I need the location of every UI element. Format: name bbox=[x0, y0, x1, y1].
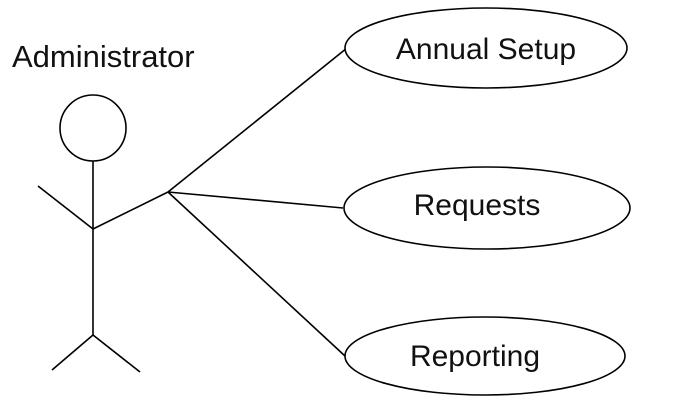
association-annual-setup bbox=[167, 47, 348, 193]
actor-arm-left bbox=[37, 185, 94, 230]
association-requests bbox=[167, 191, 344, 209]
use-case-annual-setup: Annual Setup bbox=[344, 7, 628, 89]
use-case-label: Reporting bbox=[410, 340, 540, 373]
associations bbox=[167, 47, 348, 357]
actor-leg-left bbox=[51, 334, 94, 371]
use-case-label: Annual Setup bbox=[396, 33, 576, 66]
actor-figure bbox=[37, 94, 169, 373]
actor-arm-right bbox=[92, 191, 169, 230]
use-case-ellipse bbox=[343, 166, 631, 250]
association-reporting bbox=[167, 191, 346, 357]
use-case-reporting: Reporting bbox=[344, 316, 626, 396]
use-case-label: Requests bbox=[414, 189, 541, 222]
actor-leg-right bbox=[92, 334, 141, 373]
use-case-ellipse bbox=[344, 316, 626, 396]
actor-head bbox=[59, 94, 127, 162]
actor-label: Administrator bbox=[12, 39, 195, 74]
use-case-ellipse bbox=[344, 7, 628, 89]
use-case-requests: Requests bbox=[343, 166, 631, 250]
